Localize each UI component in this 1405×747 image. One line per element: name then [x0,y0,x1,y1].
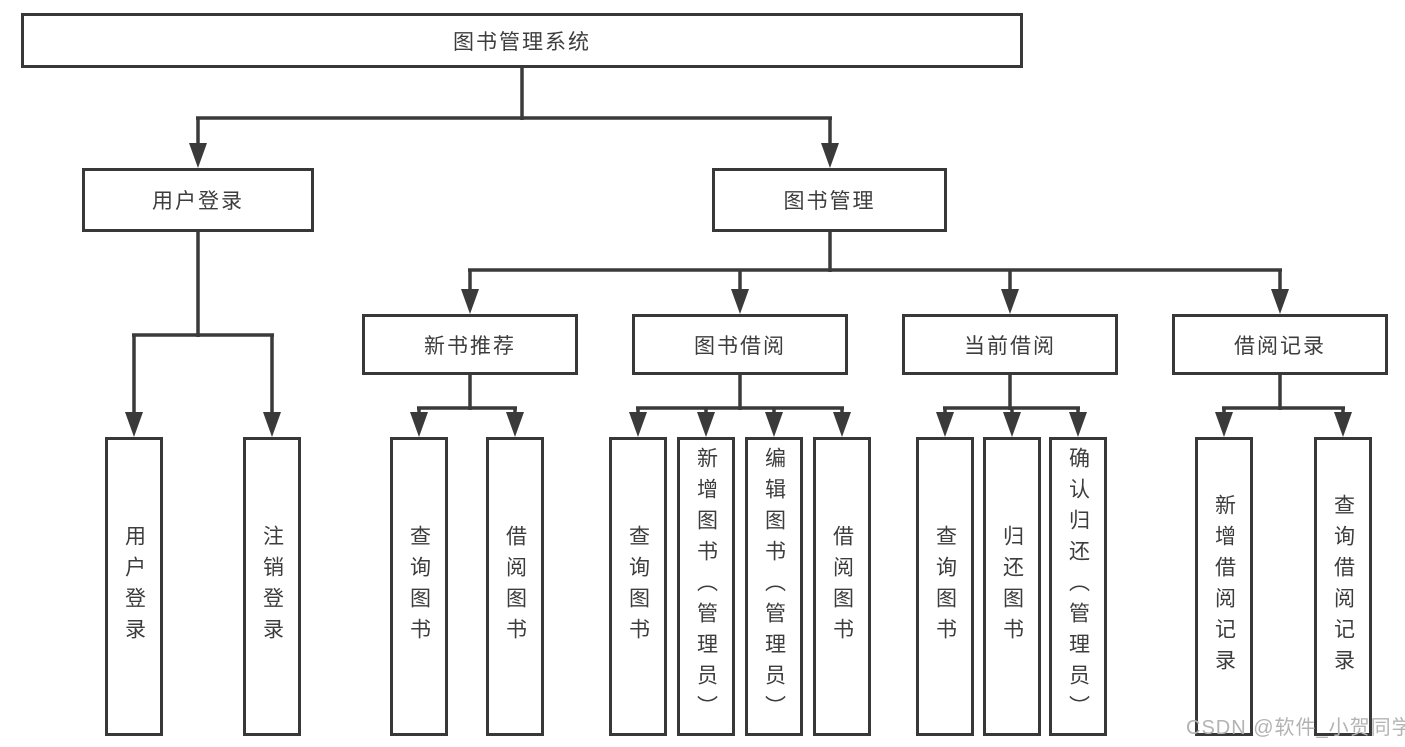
node-root: 图书管理系统 [21,13,1023,68]
node-query-borrow-record: 查询借阅记录 [1314,437,1372,736]
node-user-login-leaf: 用户登录 [105,437,163,736]
csdn-watermark: CSDN @软件_小贺同学 [1186,717,1405,739]
node-new-book-recommend: 新书推荐 [362,314,578,375]
connector-current-borrow-group [936,373,1087,437]
connector-root-to-level2 [189,66,839,168]
node-query-books-current: 查询图书 [916,437,974,736]
leaf-label: 查询图书 [407,524,431,649]
leaf-label: 用户登录 [122,524,146,649]
node-add-book-admin: 新增图书（管理员） [677,437,735,736]
node-query-books-recommend: 查询图书 [390,437,448,736]
node-add-borrow-record: 新增借阅记录 [1195,437,1253,736]
node-logout-leaf: 注销登录 [243,437,301,736]
leaf-label: 借阅图书 [503,524,527,649]
leaf-label: 新增借阅记录 [1212,493,1236,680]
connector-book-management-to-level3 [461,231,1289,314]
node-user-login: 用户登录 [82,168,314,232]
node-book-borrow: 图书借阅 [632,314,848,375]
leaf-label: 新增图书（管理员） [694,447,718,726]
connector-book-borrow-group [629,373,851,437]
connector-user-login-group [125,230,281,437]
leaf-label: 确认归还（管理员） [1066,447,1090,726]
node-return-book: 归还图书 [983,437,1041,736]
node-borrow-records: 借阅记录 [1172,314,1388,375]
leaf-label: 编辑图书（管理员） [762,447,786,726]
leaf-label: 归还图书 [1000,524,1024,649]
node-edit-book-admin: 编辑图书（管理员） [745,437,803,736]
node-confirm-return-admin: 确认归还（管理员） [1049,437,1107,736]
node-borrow-books-recommend: 借阅图书 [486,437,544,736]
leaf-label: 查询图书 [626,524,650,649]
node-book-management: 图书管理 [712,168,947,232]
node-borrow-books-leaf: 借阅图书 [813,437,871,736]
leaf-label: 查询借阅记录 [1331,493,1355,680]
leaf-label: 查询图书 [933,524,957,649]
leaf-label: 注销登录 [260,524,284,649]
connector-borrow-records-group [1215,373,1352,437]
leaf-label: 借阅图书 [830,524,854,649]
connector-new-book-recommend-group [410,373,524,437]
node-current-borrow: 当前借阅 [902,314,1118,375]
node-query-books-borrow: 查询图书 [609,437,667,736]
